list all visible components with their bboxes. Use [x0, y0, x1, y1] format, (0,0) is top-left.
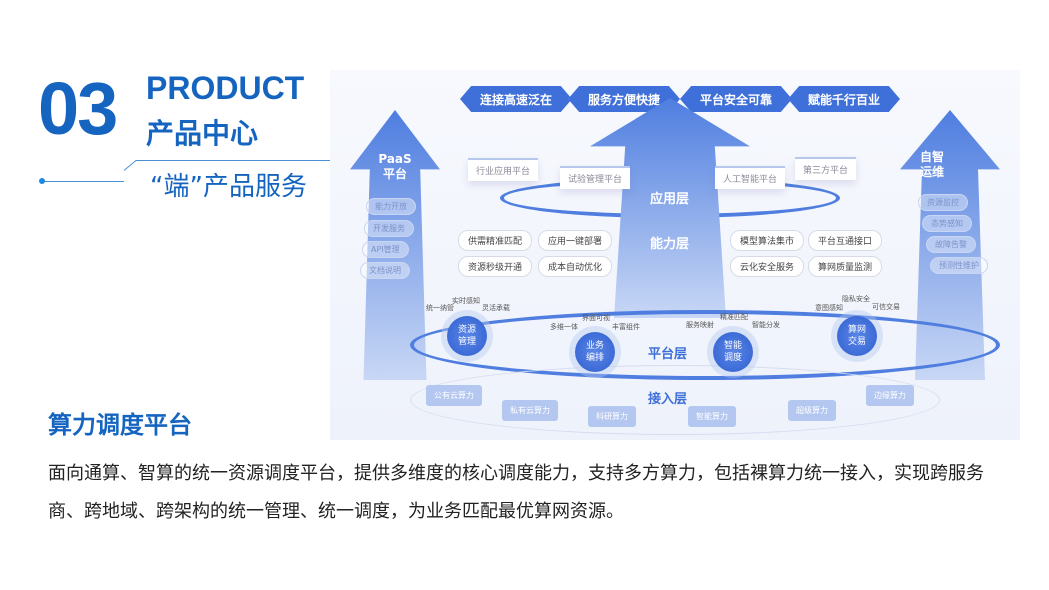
feature: 智能分发: [752, 321, 780, 329]
app-card: 人工智能平台: [715, 166, 786, 189]
module-scheduling: 智能 调度: [713, 332, 753, 372]
capability-tag: 平台互通接口: [808, 230, 883, 251]
badge: 平台安全可靠: [680, 86, 792, 112]
feature: 统一纳管: [426, 304, 454, 312]
divider: [136, 160, 342, 161]
feature: 服务映射: [686, 321, 714, 329]
app-card: 试验管理平台: [560, 166, 631, 189]
access-source: 科研算力: [588, 406, 636, 427]
paas-item: 能力开放: [366, 198, 416, 215]
capability-tag: 算网质量监测: [808, 256, 883, 277]
section-number: 03: [38, 67, 118, 150]
feature: 灵活承载: [482, 304, 510, 312]
access-source: 边缘算力: [866, 385, 914, 406]
paas-item: 开发服务: [364, 220, 414, 237]
paas-item: 文档说明: [360, 262, 410, 279]
aiops-item: 态势感知: [922, 215, 972, 232]
access-source: 超级算力: [788, 400, 836, 421]
dot-decoration: [39, 178, 45, 184]
feature: 界面可视: [582, 314, 610, 322]
capability-tag: 模型算法集市: [730, 230, 805, 251]
aiops-item: 预测性维护: [930, 257, 988, 274]
access-ring: [410, 365, 940, 435]
app-card: 行业应用平台: [468, 158, 539, 181]
module-orchestration: 业务 编排: [575, 332, 615, 372]
title-chinese: 产品中心: [146, 117, 259, 150]
badge: 赋能千行百业: [788, 86, 900, 112]
access-source: 智能算力: [688, 406, 736, 427]
layer-access: 接入层: [648, 392, 688, 407]
divider: [123, 159, 137, 171]
feature: 可信交易: [872, 303, 900, 311]
feature: 意图感知: [815, 304, 843, 312]
title-english: PRODUCT: [146, 70, 305, 106]
capability-tag: 云化安全服务: [730, 256, 805, 277]
aiops-title: 自智 运维: [919, 150, 944, 179]
section-description: 面向通算、智算的统一资源调度平台，提供多维度的核心调度能力，支持多方算力，包括裸…: [48, 463, 984, 522]
feature: 丰富组件: [612, 323, 640, 331]
layer-platform: 平台层: [648, 347, 688, 362]
capability-tag: 供需精准匹配: [458, 230, 533, 251]
feature: 实时感知: [452, 297, 480, 305]
feature: 精准匹配: [720, 313, 748, 321]
aiops-item: 故障告警: [926, 236, 976, 253]
subtitle: “端”产品服务: [150, 172, 307, 202]
architecture-diagram: 连接高速泛在 服务方便快捷 平台安全可靠 赋能千行百业 PaaS 平台 能力开放…: [330, 70, 1020, 440]
capability-tag: 应用一键部署: [538, 230, 613, 251]
capability-tag: 资源秒级开通: [458, 256, 533, 277]
divider: [42, 181, 124, 182]
app-card: 第三方平台: [795, 157, 857, 180]
aiops-item: 资源监控: [918, 194, 968, 211]
feature: 隐私安全: [842, 295, 870, 303]
badge: 连接高速泛在: [460, 86, 572, 112]
feature: 多维一体: [550, 323, 578, 331]
layer-app: 应用层: [650, 192, 690, 207]
section-title: 算力调度平台: [48, 411, 192, 439]
paas-title: PaaS 平台: [378, 152, 412, 181]
access-source: 公有云算力: [426, 385, 482, 406]
capability-tag: 成本自动优化: [538, 256, 613, 277]
layer-capability: 能力层: [650, 237, 690, 252]
access-source: 私有云算力: [502, 400, 558, 421]
module-trading: 算网 交易: [837, 316, 877, 356]
paas-item: API管理: [362, 241, 409, 258]
module-resource: 资源 管理: [447, 316, 487, 356]
